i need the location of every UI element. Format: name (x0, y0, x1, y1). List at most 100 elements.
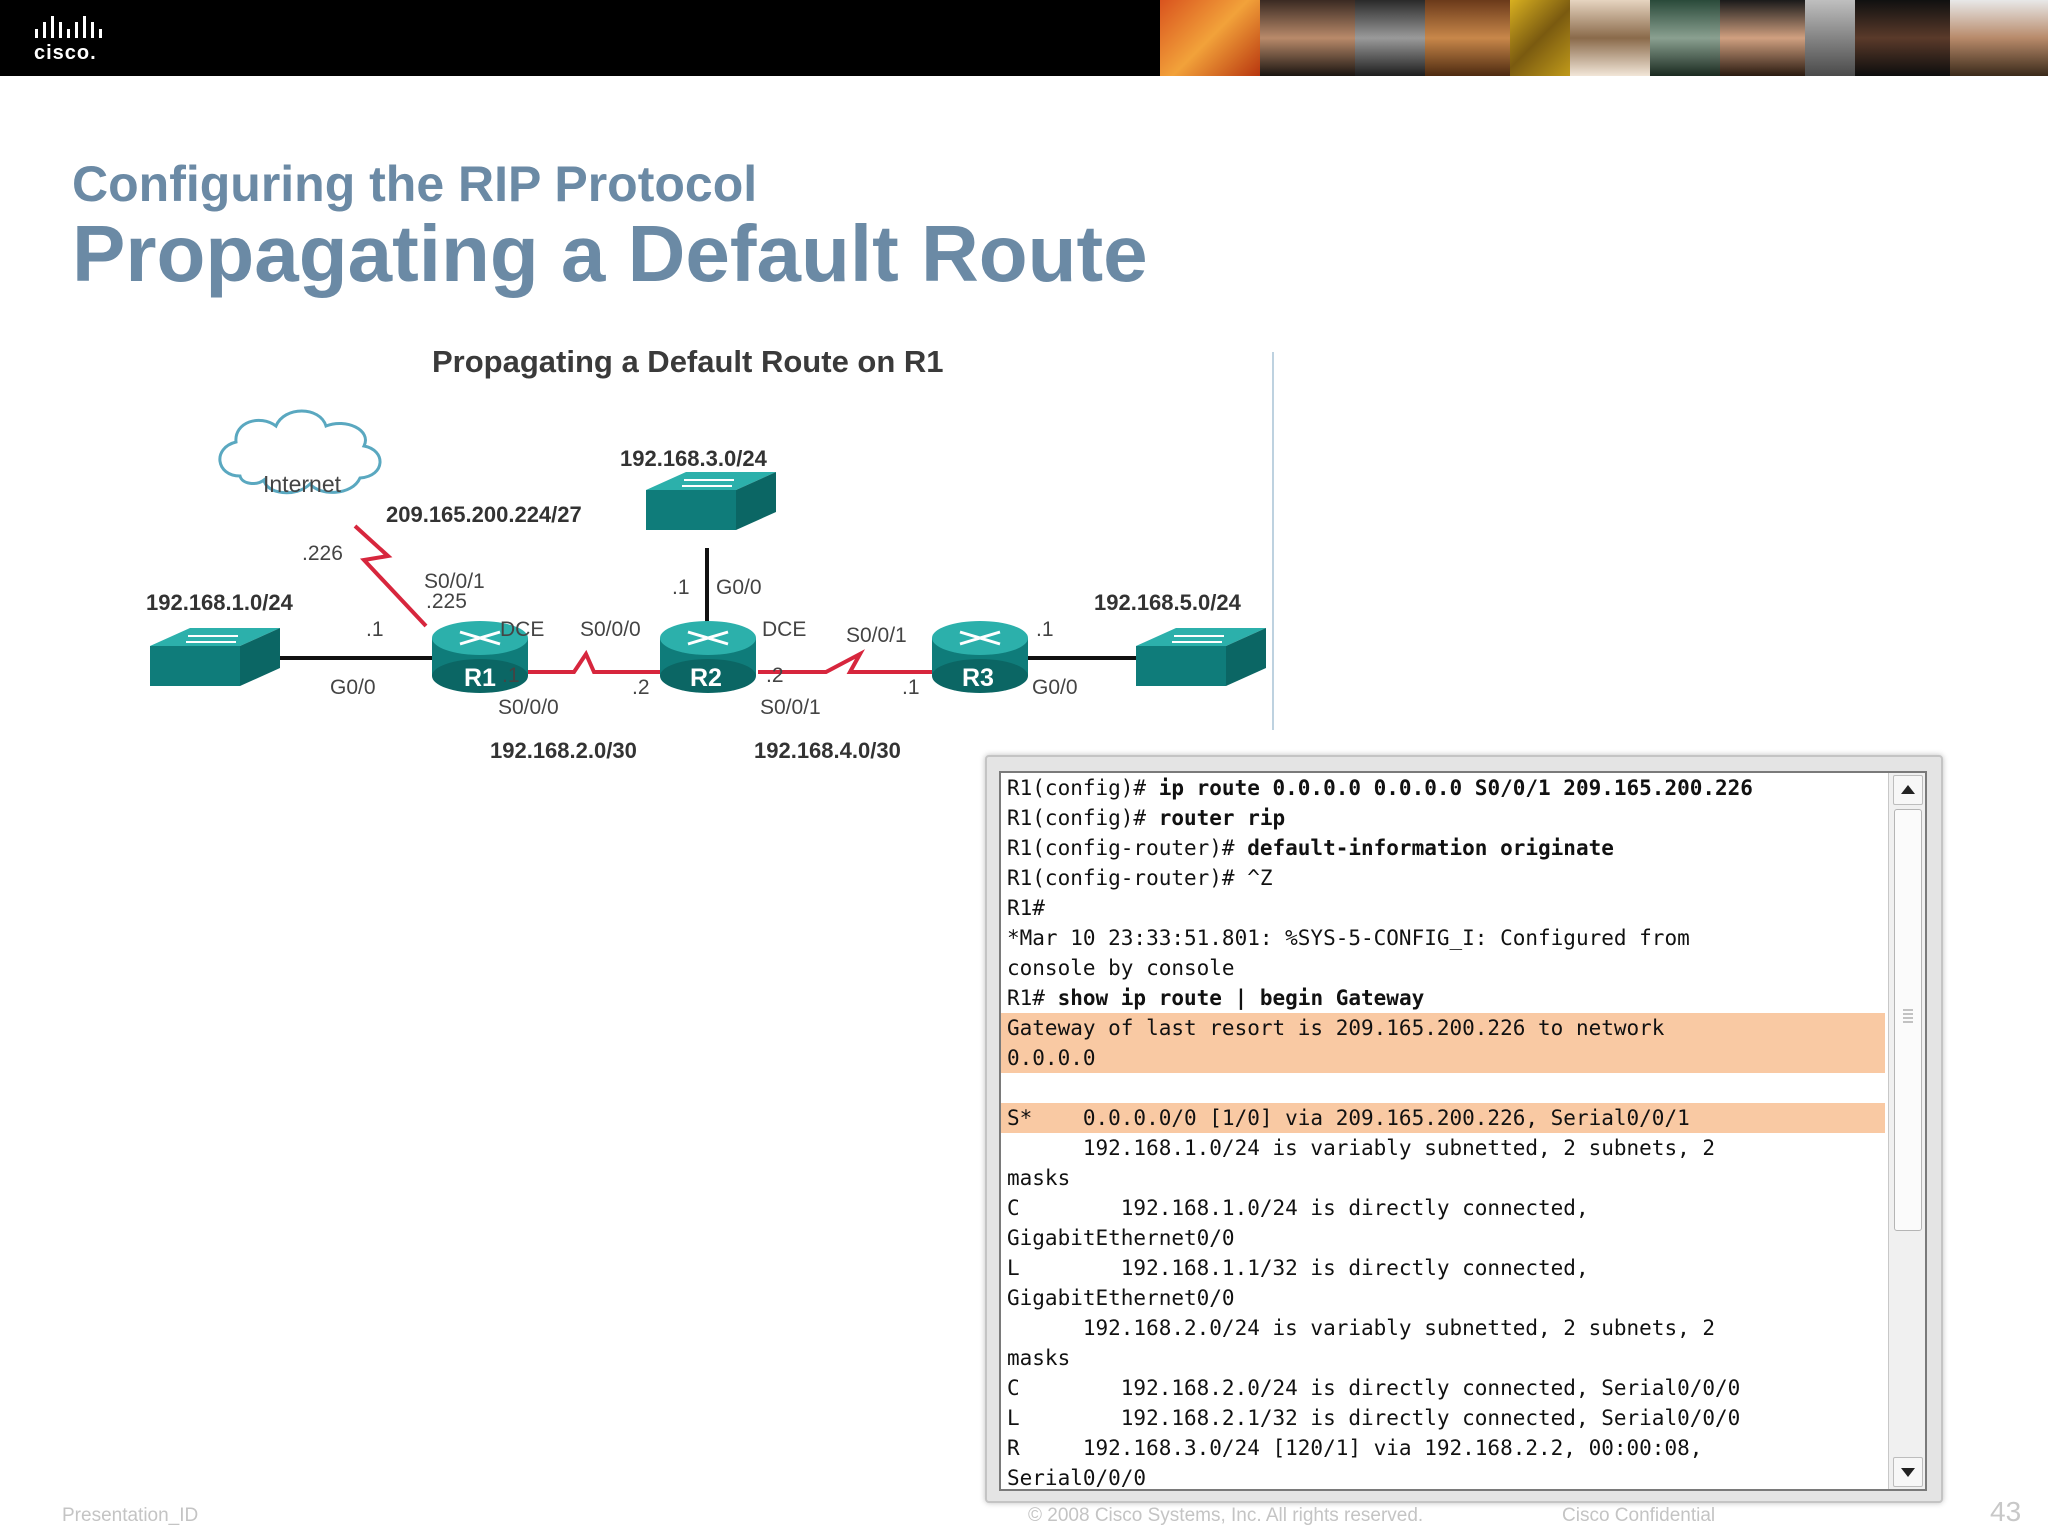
footer-confidential: Cisco Confidential (1562, 1505, 1716, 1526)
cli-output-window: R1(config)# ip route 0.0.0.0 0.0.0.0 S0/… (985, 755, 1943, 1503)
internet-network-label: 209.165.200.224/27 (386, 502, 582, 527)
banner-photo (1510, 0, 1570, 76)
router-r2-label: R2 (690, 664, 722, 692)
cli-prompt-text: Gateway of last resort is 209.165.200.22… (1007, 1016, 1665, 1040)
router-r3-icon (932, 621, 1028, 693)
cisco-logo-text: cisco. (34, 42, 97, 64)
cli-line: R 192.168.3.0/24 [120/1] via 192.168.2.2… (1001, 1433, 1885, 1463)
cli-command-text: default-information originate (1247, 836, 1614, 860)
cli-line: *Mar 10 23:33:51.801: %SYS-5-CONFIG_I: C… (1001, 923, 1885, 953)
cli-line: L 192.168.1.1/32 is directly connected, (1001, 1253, 1885, 1283)
banner-photo (1260, 0, 1355, 76)
r3-g00-interface-label: G0/0 (1032, 676, 1078, 699)
router-r1-label: R1 (464, 664, 496, 692)
r1-g00-interface-label: G0/0 (330, 676, 376, 699)
cli-line: L 192.168.2.1/32 is directly connected, … (1001, 1403, 1885, 1433)
banner-photo (1355, 0, 1425, 76)
cli-command-text: ip route 0.0.0.0 0.0.0.0 S0/0/1 209.165.… (1158, 776, 1753, 800)
banner-photo (1425, 0, 1510, 76)
banner-photo-strip (1160, 0, 2048, 76)
cli-command-text: show ip route | begin Gateway (1057, 986, 1425, 1010)
r3-s001-address-label: .1 (902, 676, 920, 699)
cli-line: Serial0/0/0 (1001, 1463, 1885, 1489)
cli-prompt-text: R1(config-router)# ^Z (1007, 866, 1273, 890)
footer-presentation-id: Presentation_ID (62, 1505, 199, 1526)
cli-line: GigabitEthernet0/0 (1001, 1283, 1885, 1313)
r1-s001-address-label: .225 (426, 590, 467, 613)
cli-line: masks (1001, 1163, 1885, 1193)
r1-g00-address-label: .1 (366, 618, 384, 641)
cli-scrollbar[interactable] (1888, 773, 1925, 1489)
cli-prompt-text: L 192.168.1.1/32 is directly connected, (1007, 1256, 1589, 1280)
r2-s001-interface-label: S0/0/1 (760, 696, 821, 719)
cli-prompt-text: R1# (1007, 896, 1045, 920)
cli-prompt-text: console by console (1007, 956, 1235, 980)
cli-prompt-text: S* 0.0.0.0/0 [1/0] via 209.165.200.226, … (1007, 1106, 1690, 1130)
banner-photo (1570, 0, 1650, 76)
banner-photo (1160, 0, 1260, 76)
wan1-network-label: 192.168.2.0/30 (490, 738, 637, 763)
wan2-network-label: 192.168.4.0/30 (754, 738, 901, 763)
cli-line: R1(config-router)# ^Z (1001, 863, 1885, 893)
scroll-down-button[interactable] (1893, 1457, 1923, 1487)
arrow-up-icon (1901, 785, 1915, 794)
cli-line (1001, 1073, 1885, 1103)
cli-line: console by console (1001, 953, 1885, 983)
r2-s000-address-label: .2 (632, 676, 650, 699)
cli-line: R1(config)# router rip (1001, 803, 1885, 833)
cli-prompt-text: R1(config)# (1007, 806, 1159, 830)
lan1-network-label: 192.168.1.0/24 (146, 590, 294, 615)
cli-line: 192.168.2.0/24 is variably subnetted, 2 … (1001, 1313, 1885, 1343)
r2-s001-address-label: .2 (766, 664, 784, 687)
cli-prompt-text: R1(config)# (1007, 776, 1159, 800)
cli-line: R1# (1001, 893, 1885, 923)
router-r2-icon (660, 621, 756, 693)
cli-prompt-text: C 192.168.1.0/24 is directly connected, (1007, 1196, 1589, 1220)
cli-line: masks (1001, 1343, 1885, 1373)
switch-lan3-icon (646, 472, 776, 530)
cisco-logo-icon (35, 16, 102, 38)
cli-prompt-text: 0.0.0.0 (1007, 1046, 1096, 1070)
network-topology-diagram: Propagating a Default Route on R1 Intern… (146, 344, 1274, 763)
cli-line: R1(config-router)# default-information o… (1001, 833, 1885, 863)
r1-s000-address-label: .1 (502, 664, 520, 687)
cli-output-text: R1(config)# ip route 0.0.0.0 0.0.0.0 S0/… (1001, 773, 1885, 1489)
banner-photo (1950, 0, 2048, 76)
switch-lan1-icon (150, 628, 280, 686)
cli-line: Gateway of last resort is 209.165.200.22… (1001, 1013, 1885, 1043)
switch-lan5-icon (1136, 628, 1266, 686)
cli-prompt-text: C 192.168.2.0/24 is directly connected, … (1007, 1376, 1741, 1400)
slide-subtitle: Configuring the RIP Protocol (72, 156, 758, 212)
cli-line: R1# show ip route | begin Gateway (1001, 983, 1885, 1013)
footer-copyright: © 2008 Cisco Systems, Inc. All rights re… (1028, 1505, 1424, 1526)
r2-g00-interface-label: G0/0 (716, 576, 762, 599)
cli-prompt-text: masks (1007, 1166, 1071, 1190)
cli-prompt-text: *Mar 10 23:33:51.801: %SYS-5-CONFIG_I: C… (1007, 926, 1690, 950)
serial-link-isp-r1 (353, 524, 428, 628)
serial-link-r2-r3 (758, 649, 933, 674)
cli-output-pane[interactable]: R1(config)# ip route 0.0.0.0 0.0.0.0 S0/… (999, 771, 1927, 1491)
banner-photo (1720, 0, 1805, 76)
cli-line: S* 0.0.0.0/0 [1/0] via 209.165.200.226, … (1001, 1103, 1885, 1133)
cli-prompt-text: R1(config-router)# (1007, 836, 1248, 860)
r1-s000-interface-label: S0/0/0 (498, 696, 559, 719)
internet-cloud-icon (218, 409, 382, 495)
scroll-up-button[interactable] (1893, 775, 1923, 805)
banner-photo (1650, 0, 1720, 76)
scroll-thumb[interactable] (1894, 809, 1922, 1231)
lan5-network-label: 192.168.5.0/24 (1094, 590, 1242, 615)
cli-prompt-text: L 192.168.2.1/32 is directly connected, … (1007, 1406, 1741, 1430)
cli-prompt-text: R 192.168.3.0/24 [120/1] via 192.168.2.2… (1007, 1436, 1703, 1460)
cli-prompt-text: 192.168.1.0/24 is variably subnetted, 2 … (1007, 1136, 1716, 1160)
diagram-heading: Propagating a Default Route on R1 (432, 344, 944, 379)
cli-prompt-text: R1# (1007, 986, 1058, 1010)
r3-g00-address-label: .1 (1036, 618, 1054, 641)
cli-prompt-text: GigabitEthernet0/0 (1007, 1226, 1235, 1250)
cli-line: GigabitEthernet0/0 (1001, 1223, 1885, 1253)
slide-title: Propagating a Default Route (72, 209, 1148, 298)
page-number: 43 (1990, 1496, 2022, 1527)
r2-g00-address-label: .1 (672, 576, 690, 599)
router-r3-label: R3 (962, 664, 994, 692)
arrow-down-icon (1901, 1468, 1915, 1477)
internet-label: Internet (263, 471, 342, 497)
